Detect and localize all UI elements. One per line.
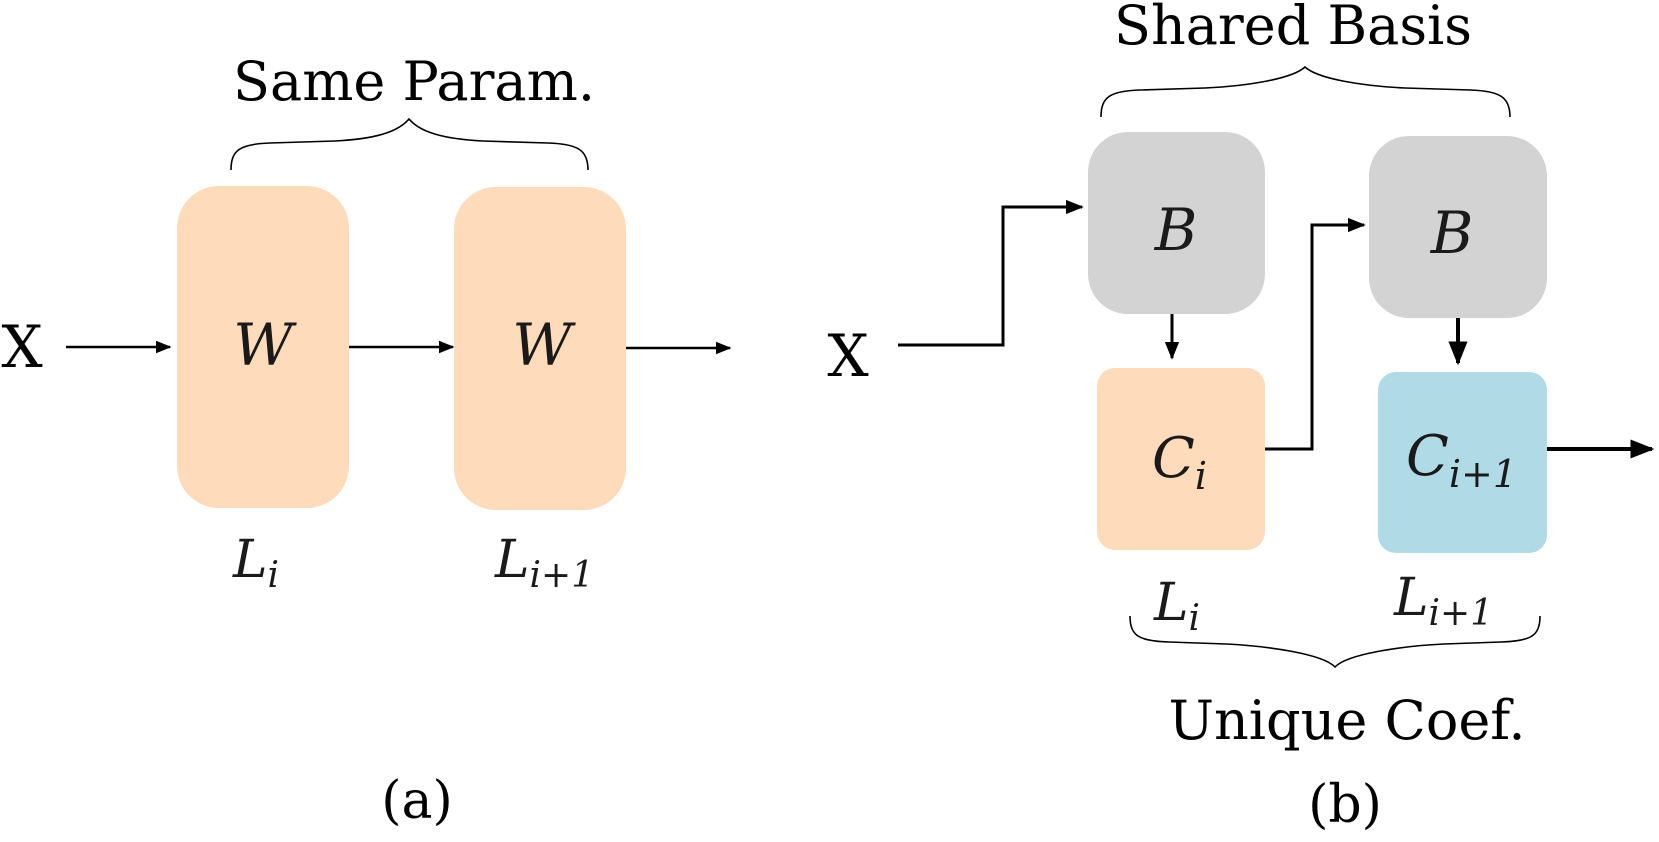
weight-symbol-1: W — [233, 311, 297, 379]
input-x-label-b: X — [827, 322, 869, 390]
layer-label-b-li1: Li+1 — [1393, 568, 1493, 634]
unique-coef-label: Unique Coef. — [1168, 689, 1525, 752]
layer-label-li1: Li+1 — [494, 530, 594, 596]
layer-label-b-li: Li — [1153, 573, 1200, 639]
shared-basis-brace — [1100, 65, 1511, 118]
coef-block-2 — [1378, 372, 1547, 553]
basis-symbol-1: B — [1154, 196, 1198, 264]
caption-b: (b) — [1308, 775, 1382, 835]
arrow-coef1-to-basis2 — [1265, 217, 1366, 451]
input-x-label: X — [1, 313, 43, 381]
basis-block-1 — [1088, 132, 1265, 314]
weight-block-1 — [177, 186, 349, 508]
panel-a: Same Param. X W W Li Li+1 (a) — [1, 50, 732, 831]
weight-block-2 — [454, 187, 626, 510]
basis-symbol-2: B — [1430, 199, 1474, 267]
layer-label-li: Li — [232, 530, 279, 596]
coef-block-1 — [1097, 368, 1265, 550]
basis-block-2 — [1369, 136, 1547, 318]
unique-coef-brace — [1129, 615, 1541, 669]
shared-basis-label: Shared Basis — [1114, 0, 1472, 57]
coef-symbol-1: Ci — [1152, 426, 1207, 498]
same-param-brace — [230, 117, 589, 171]
panel-b: Shared Basis X B B Ci Ci+1 Li Li+1 Uniqu… — [827, 0, 1655, 835]
weight-symbol-2: W — [512, 311, 576, 379]
same-param-label: Same Param. — [233, 50, 595, 113]
coef-symbol-2: Ci+1 — [1406, 424, 1517, 496]
arrow-x-to-basis1 — [898, 199, 1084, 347]
caption-a: (a) — [381, 771, 453, 831]
